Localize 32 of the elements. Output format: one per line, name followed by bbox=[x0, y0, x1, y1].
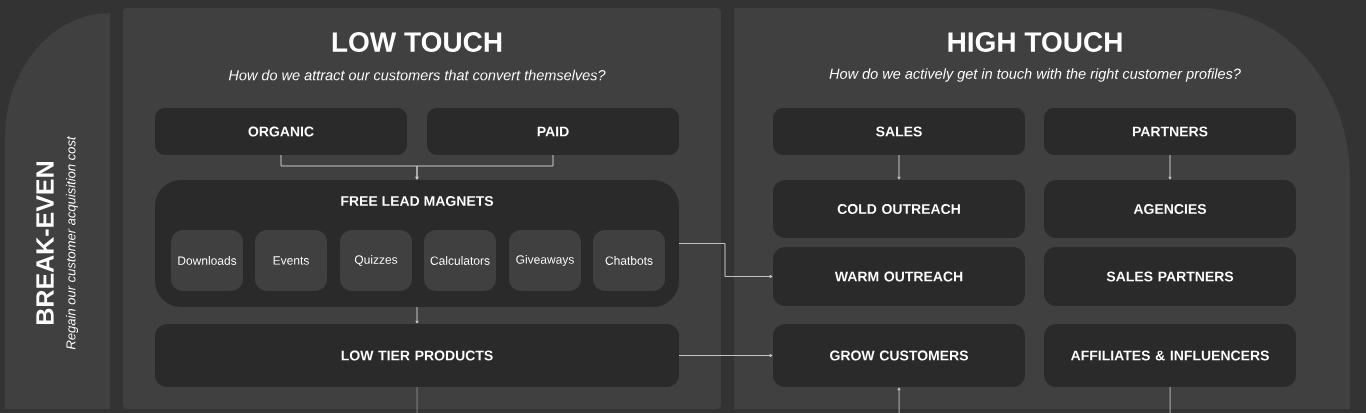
category-box: ORGANIC bbox=[155, 108, 407, 155]
arrow bbox=[897, 154, 901, 180]
step-box: AGENCIES bbox=[1044, 180, 1296, 238]
item-tile: Downloads bbox=[171, 230, 243, 291]
arrow bbox=[897, 387, 901, 413]
item-tile: Calculators bbox=[424, 230, 496, 291]
arrow bbox=[678, 354, 773, 357]
item-tile: Giveaways bbox=[509, 230, 581, 291]
step-box: AFFILIATES & INFLUENCERS bbox=[1044, 324, 1296, 387]
step-box: WARM OUTREACH bbox=[773, 247, 1025, 306]
panel-heading: HIGH TOUCH bbox=[948, 32, 1122, 52]
item-tile: Quizzes bbox=[340, 230, 412, 291]
panel-heading: LOW TOUCH bbox=[332, 32, 502, 52]
step-box: SALES PARTNERS bbox=[1044, 247, 1296, 306]
vertical-heading: BREAK-EVEN bbox=[36, 162, 54, 324]
category-box: PAID bbox=[427, 108, 679, 155]
group-heading: FREE LEAD MAGNETS bbox=[341, 196, 494, 206]
arrow bbox=[678, 243, 773, 278]
connector-line bbox=[1169, 386, 1171, 413]
category-box: SALES bbox=[773, 108, 1025, 155]
step-box: COLD OUTREACH bbox=[773, 180, 1025, 238]
panel-subtitle: How do we attract our customers that convert themselves? bbox=[228, 69, 606, 81]
item-tile: Chatbots bbox=[593, 230, 665, 291]
category-box: PARTNERS bbox=[1044, 108, 1296, 155]
panel-subtitle: How do we actively get in touch with the right customer profiles? bbox=[829, 68, 1241, 82]
step-box: GROW CUSTOMERS bbox=[773, 324, 1025, 387]
arrow bbox=[415, 154, 554, 180]
step-box: LOW TIER PRODUCTS bbox=[155, 324, 679, 387]
arrow bbox=[1168, 154, 1172, 180]
item-tile: Events bbox=[255, 230, 327, 291]
arrow bbox=[415, 306, 419, 324]
vertical-subtitle: Regain our customer acquisition cost bbox=[65, 136, 79, 350]
